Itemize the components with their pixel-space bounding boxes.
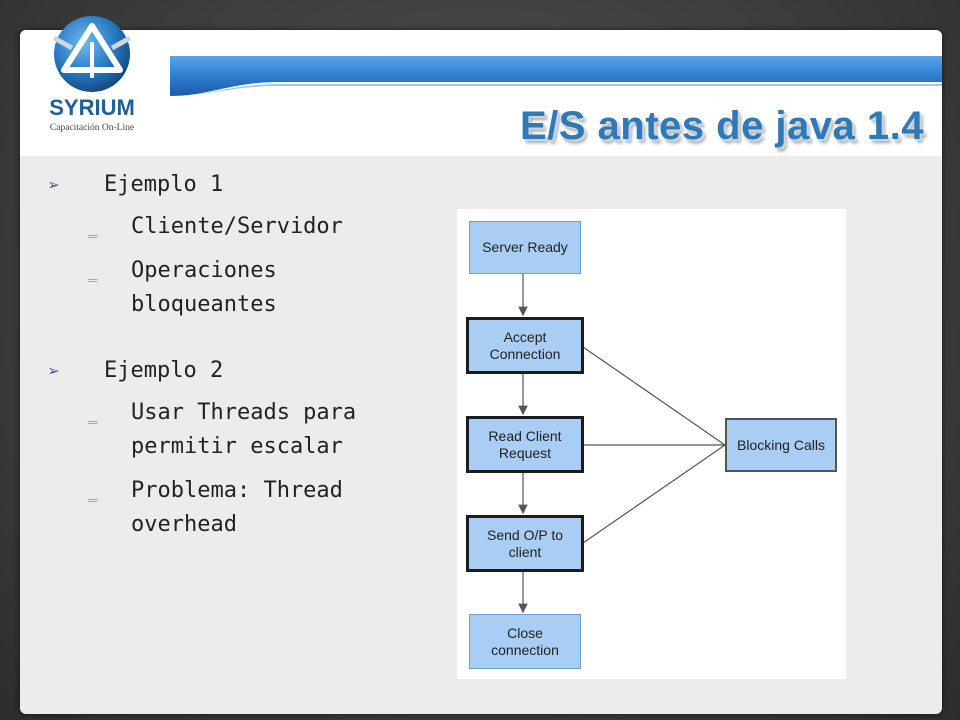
edge-send-blocking: [582, 444, 726, 544]
dash-bullet-icon: ‗: [88, 483, 98, 502]
sub-bullet-label: Operaciones bloqueantes: [131, 258, 277, 317]
arrow-bullet-icon: ➢: [48, 173, 61, 197]
bullet-item: ➢ Ejemplo 2: [48, 356, 418, 386]
dash-bullet-icon: ‗: [88, 405, 98, 424]
sub-bullet-item: ‗ Usar Threads para permitir escalar: [48, 396, 418, 464]
header-ribbon: [170, 56, 942, 96]
logo-emblem-icon: SYRIUM Capacitación On-Line: [49, 16, 135, 133]
syrium-logo: SYRIUM Capacitación On-Line: [36, 8, 156, 138]
bullet-item: ➢ Ejemplo 1: [48, 170, 418, 200]
svg-text:Capacitación On-Line: Capacitación On-Line: [50, 123, 134, 133]
bullet-label: Ejemplo 1: [104, 172, 224, 197]
bullet-label: Ejemplo 2: [104, 358, 224, 383]
sub-bullet-label: Usar Threads para permitir escalar: [131, 400, 357, 459]
edge-accept-blocking: [582, 346, 726, 446]
svg-text:SYRIUM: SYRIUM: [49, 95, 135, 120]
node-server-ready: Server Ready: [469, 221, 581, 274]
header-band: [20, 30, 942, 156]
sub-bullet-item: ‗ Cliente/Servidor: [48, 210, 418, 244]
node-blocking-calls: Blocking Calls: [725, 418, 837, 472]
sub-bullet-item: ‗ Operaciones bloqueantes: [48, 254, 418, 322]
arrow-bullet-icon: ➢: [48, 359, 61, 383]
sub-bullet-label: Cliente/Servidor: [131, 214, 343, 239]
bullet-list: ➢ Ejemplo 1 ‗ Cliente/Servidor ‗ Operaci…: [48, 170, 418, 542]
diagram-edges: [518, 274, 726, 614]
dash-bullet-icon: ‗: [88, 263, 98, 282]
slide-title: E/S antes de java 1.4: [519, 104, 924, 148]
sub-bullet-item: ‗ Problema: Thread overhead: [48, 474, 418, 542]
dash-bullet-icon: ‗: [88, 219, 98, 238]
sub-bullet-label: Problema: Thread overhead: [131, 478, 343, 537]
